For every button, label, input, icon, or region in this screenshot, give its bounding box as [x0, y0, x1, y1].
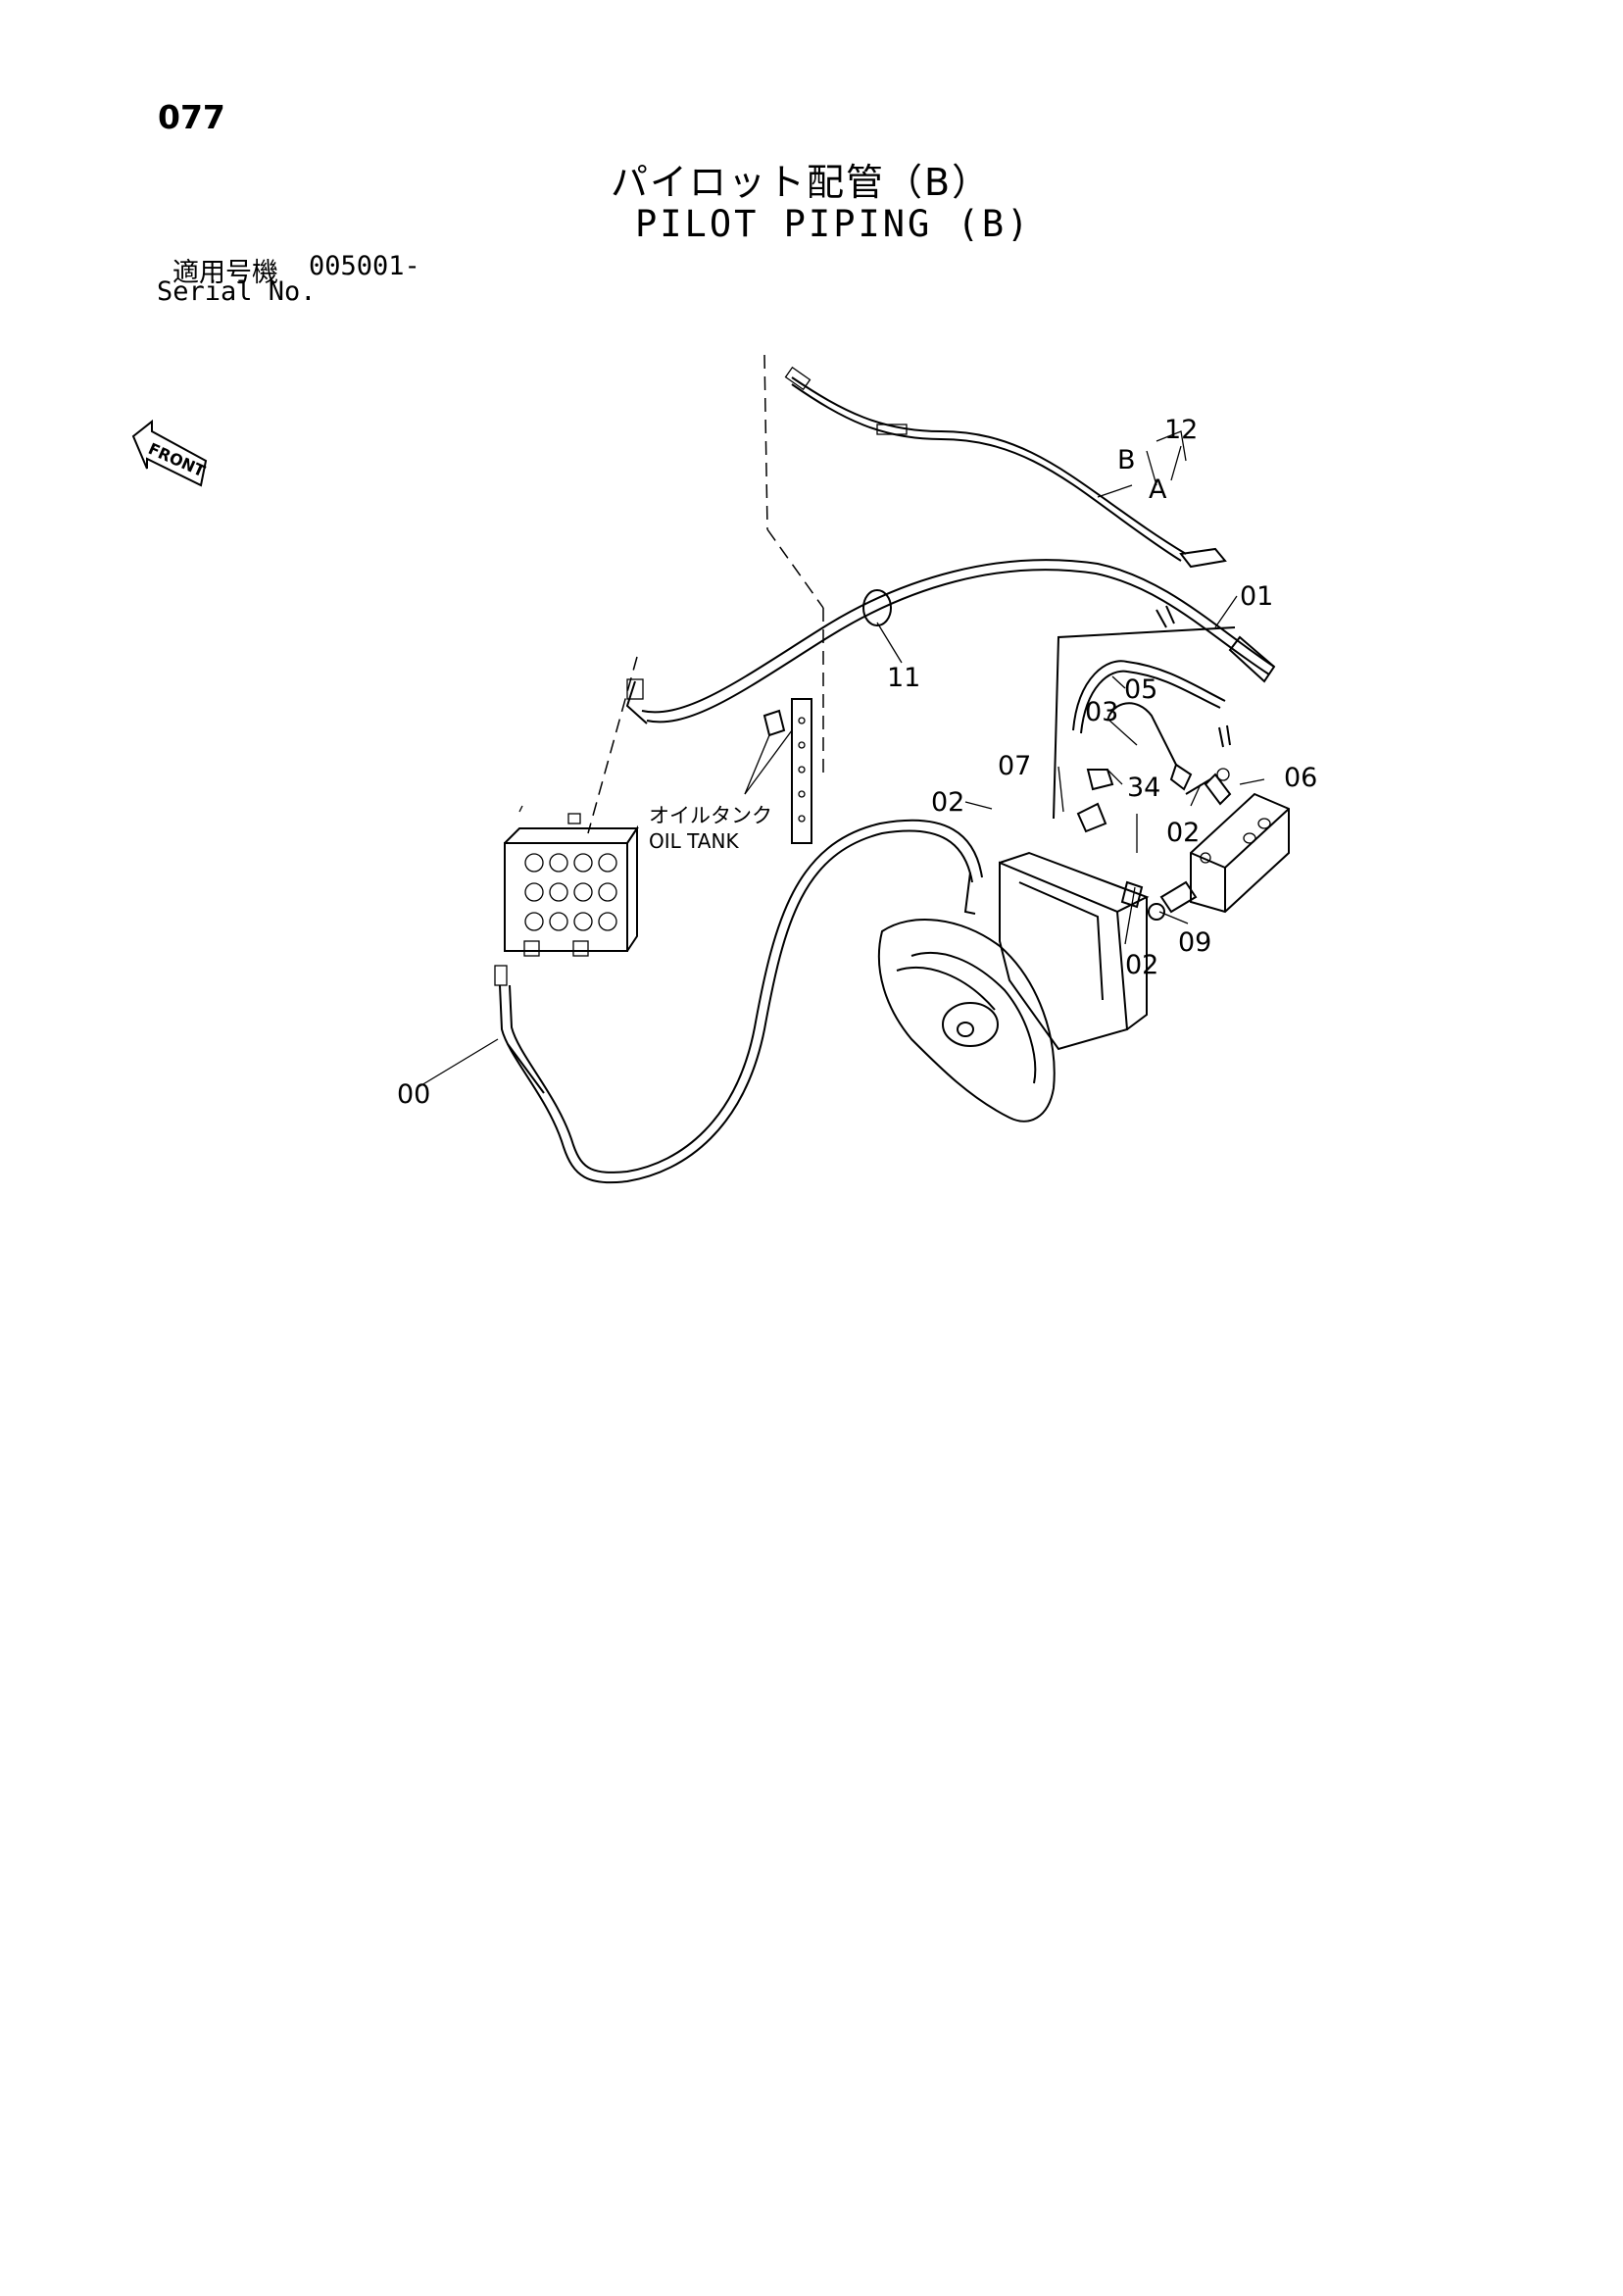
callout-12: 12 [1164, 415, 1198, 445]
callout-09: 09 [1178, 927, 1211, 958]
lower-return-hose [494, 819, 983, 1184]
pilot-pipe-fittings [1072, 660, 1232, 833]
callout-00: 00 [397, 1079, 430, 1110]
callout-01: 01 [1240, 581, 1273, 612]
serial-label-japanese: 適用号機 [172, 258, 278, 288]
main-pilot-hose [625, 559, 1276, 724]
callout-11: 11 [887, 663, 920, 693]
serial-number-value: 005001- [309, 251, 420, 281]
title-english: PILOT PIPING (B) [635, 203, 1032, 245]
hose-end-a-label: A [1149, 474, 1167, 505]
callout-03: 03 [1085, 697, 1118, 727]
callout-07: 07 [998, 751, 1031, 781]
front-arrow-icon: FRONT [131, 419, 208, 487]
callout-02-mid: 02 [1125, 950, 1158, 980]
pilot-manifold-block [1120, 792, 1290, 921]
title-japanese: パイロット配管（B） [611, 161, 992, 204]
oil-tank-label-english: OIL TANK [649, 829, 739, 853]
callout-02-left: 02 [931, 787, 964, 818]
callout-02-right: 02 [1166, 818, 1200, 848]
hose-end-b-label: B [1117, 445, 1136, 475]
upper-hose-assembly [763, 354, 1227, 569]
callout-06: 06 [1284, 763, 1317, 793]
oil-tank-bracket [744, 698, 812, 844]
control-valve-block [504, 656, 639, 957]
serial-label-english: Serial No. [157, 276, 317, 307]
callout-34: 34 [1127, 773, 1160, 803]
callout-05: 05 [1124, 674, 1157, 705]
hydraulic-pump-assembly [877, 626, 1236, 1123]
oil-tank-label-japanese: オイルタンク [649, 804, 772, 827]
callout-leader-lines [416, 430, 1265, 1089]
page-number: 077 [158, 98, 225, 136]
